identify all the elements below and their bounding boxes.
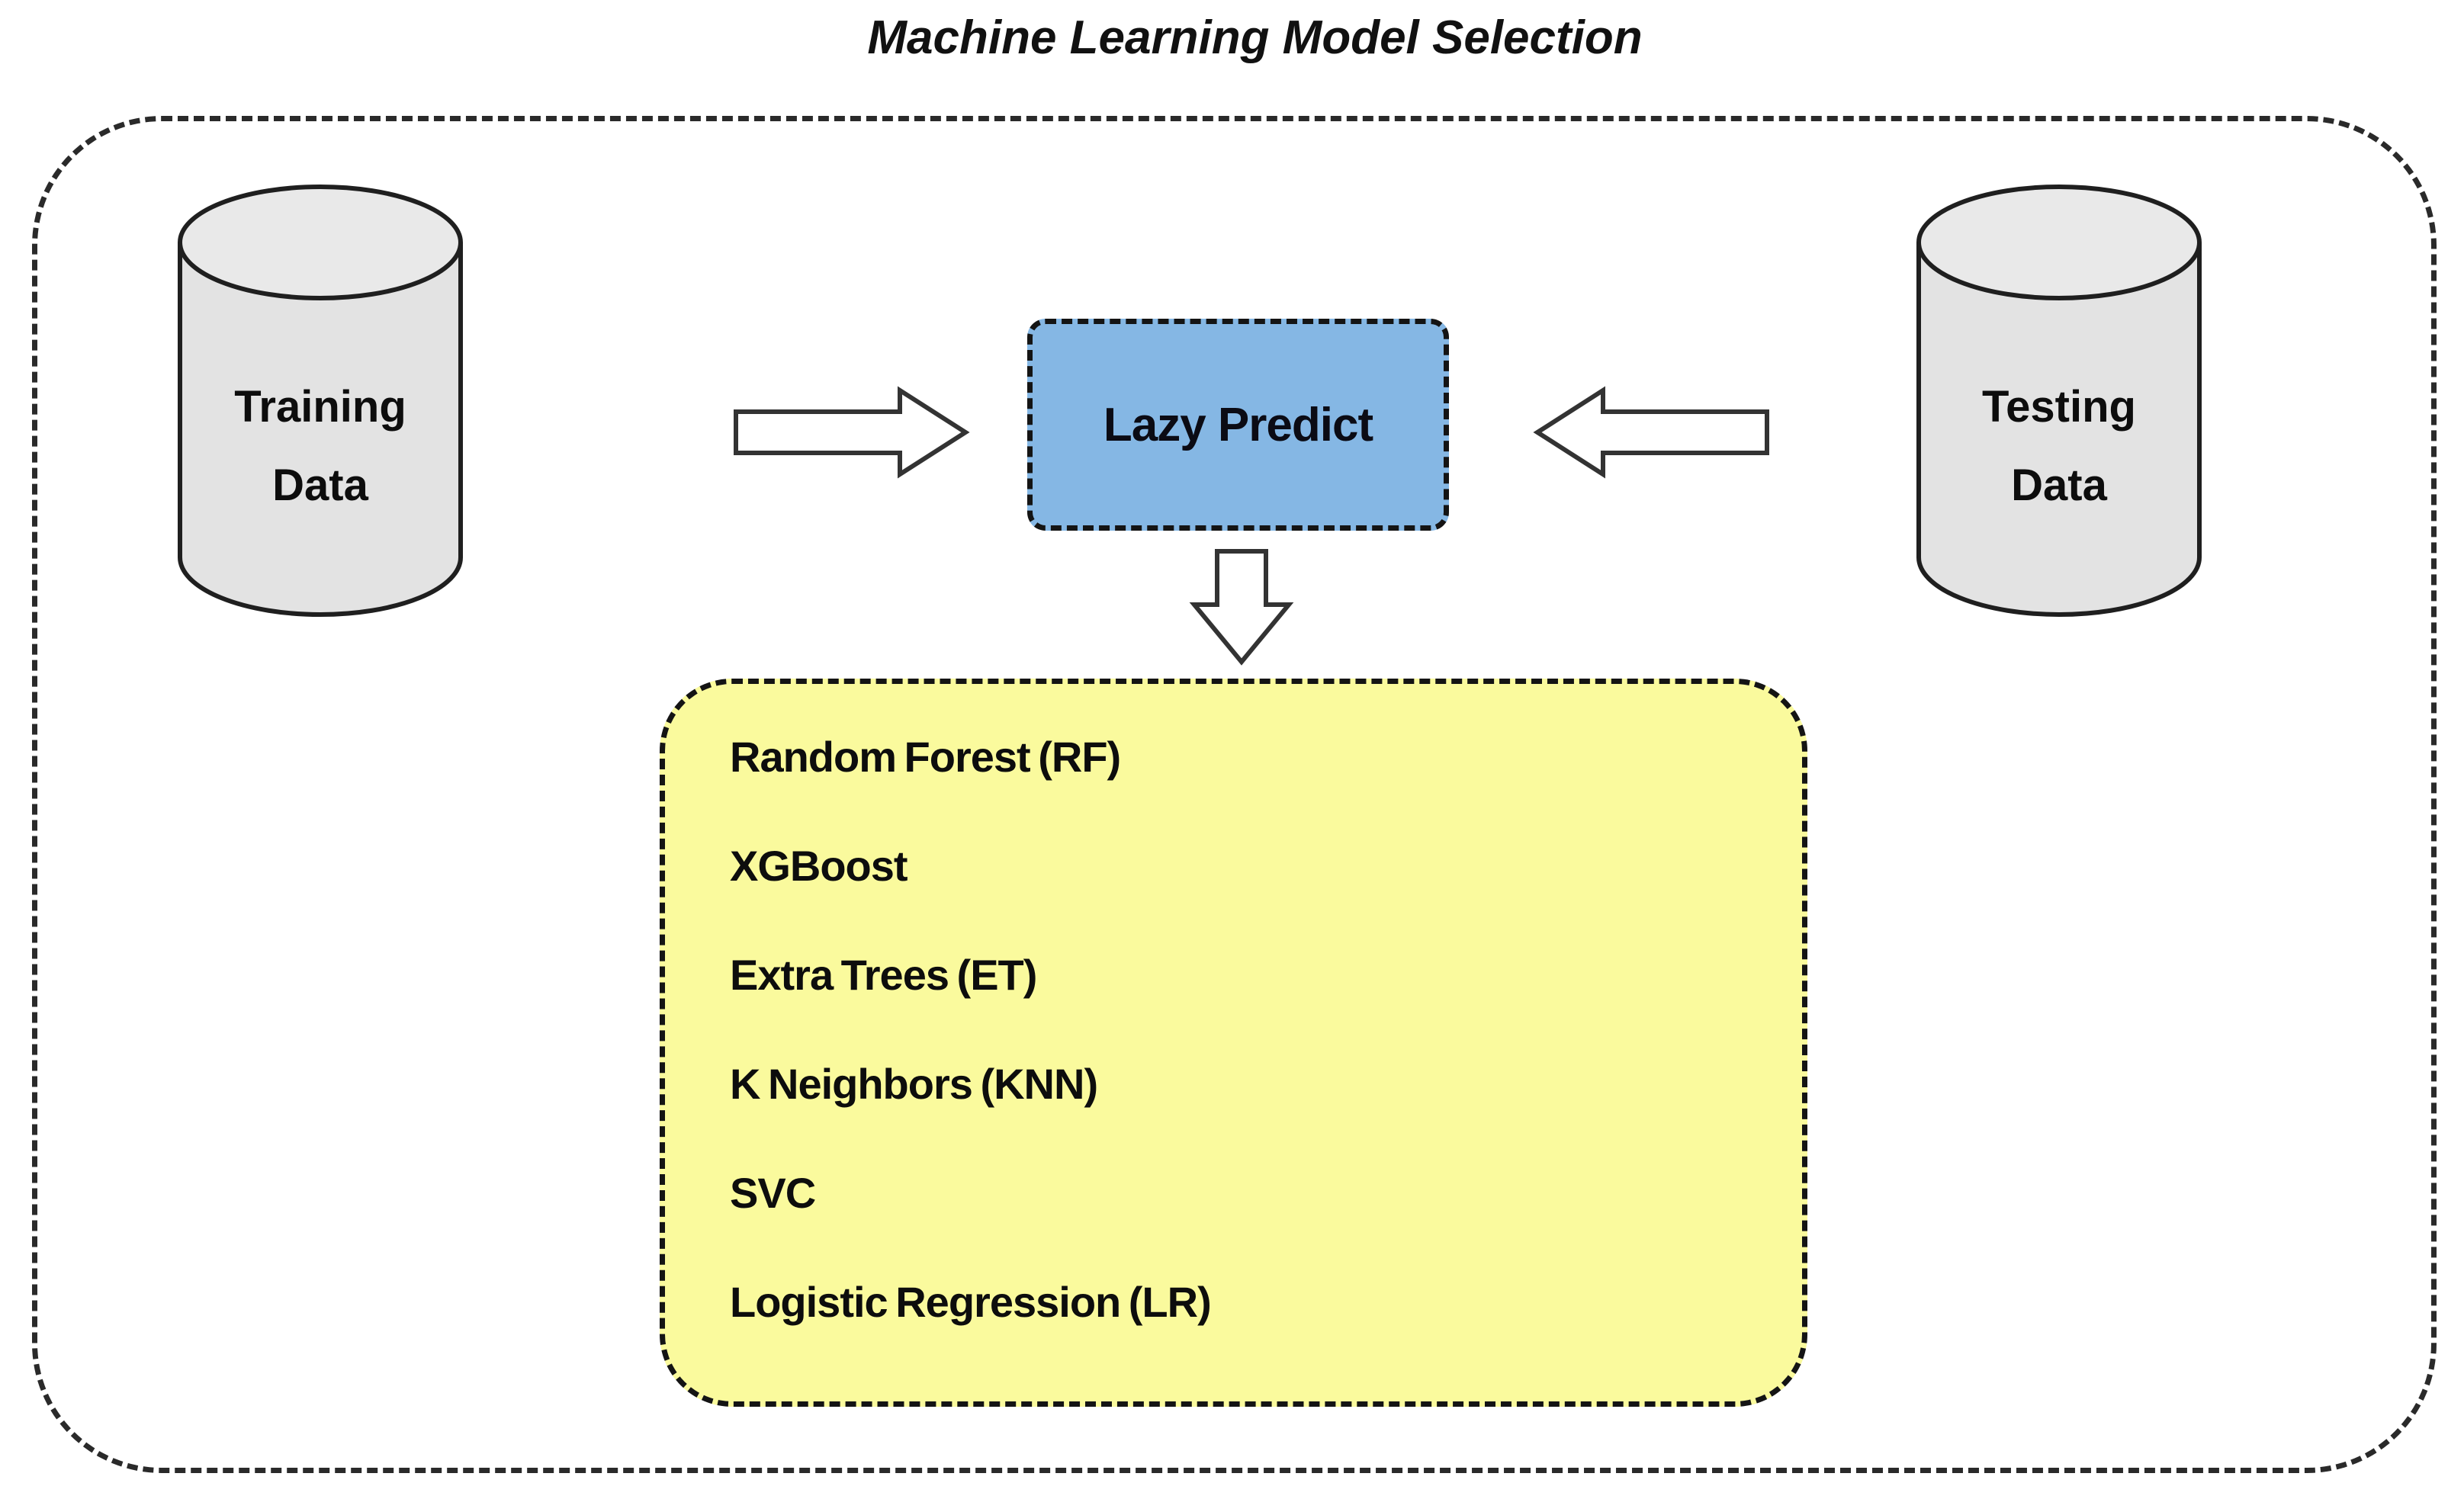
lazy-predict-label: Lazy Predict: [1103, 398, 1373, 451]
block-arrow-left-icon: [1533, 386, 1769, 479]
cylinder-top-shape: [178, 185, 463, 300]
cylinder-top-shape: [1916, 185, 2202, 300]
block-arrow-down-icon: [1189, 549, 1294, 666]
model-list-item: Extra Trees (ET): [730, 951, 1037, 999]
model-list-item: K Neighbors (KNN): [730, 1060, 1098, 1108]
testing-data-label: Testing Data: [1914, 181, 2204, 619]
block-arrow-right-icon: [734, 386, 970, 479]
training-data-label-line2: Data: [272, 460, 368, 510]
testing-data-cylinder: Testing Data: [1914, 181, 2204, 619]
diagram-title: Machine Learning Model Selection: [867, 11, 1643, 64]
model-list-item: Random Forest (RF): [730, 733, 1121, 781]
database-cylinder-icon: [178, 185, 463, 617]
testing-data-label-line1: Testing: [1982, 381, 2136, 432]
cylinder-body-shape: [1916, 242, 2202, 617]
outer-dashed-boundary: [32, 116, 2437, 1473]
training-data-label-line1: Training: [234, 381, 406, 432]
testing-data-label-line2: Data: [2011, 460, 2107, 510]
cylinder-body-shape: [178, 242, 463, 617]
database-cylinder-icon: [1916, 185, 2202, 617]
training-data-label: Training Data: [175, 181, 465, 619]
lazy-predict-box: Lazy Predict: [1027, 319, 1449, 531]
model-list-item: SVC: [730, 1169, 816, 1217]
model-list-item: Logistic Regression (LR): [730, 1278, 1212, 1326]
model-list-item: XGBoost: [730, 842, 908, 890]
training-data-cylinder: Training Data: [175, 181, 465, 619]
